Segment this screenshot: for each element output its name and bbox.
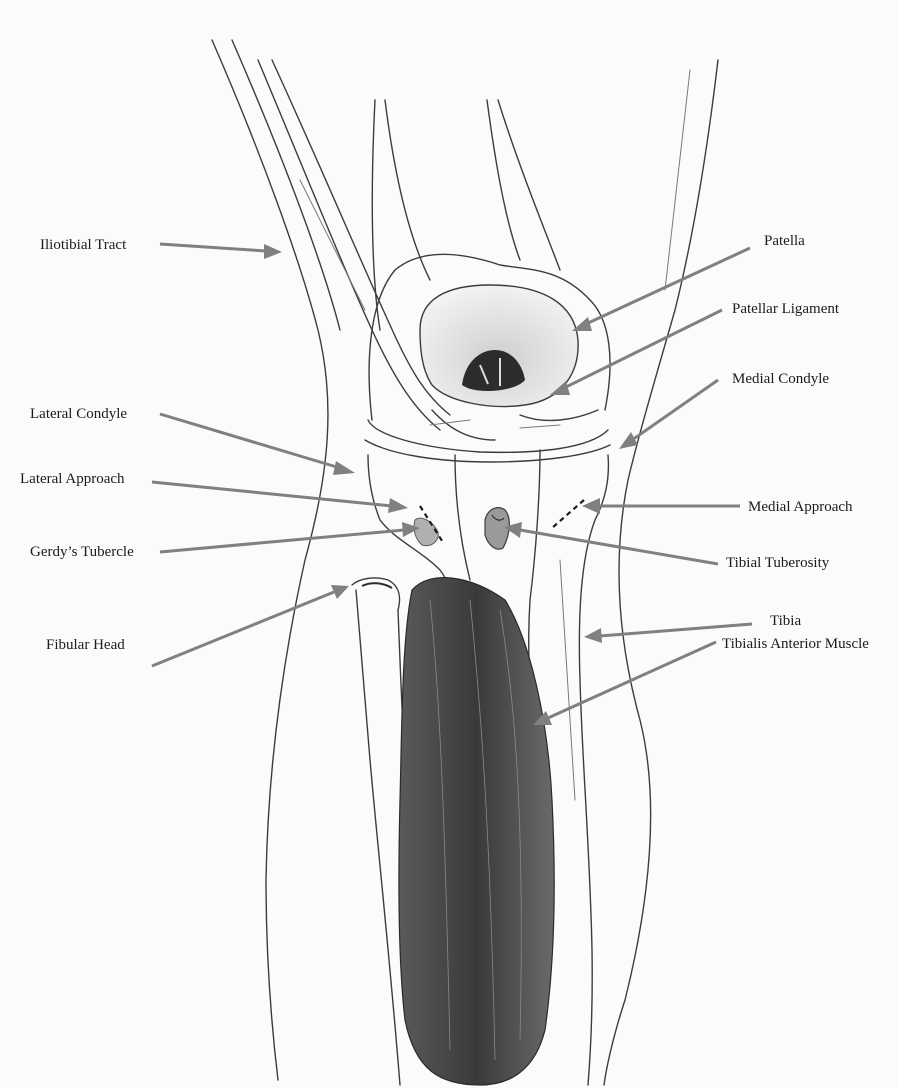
arrow-lateral-condyle bbox=[160, 414, 340, 468]
label-tibia: Tibia bbox=[770, 612, 801, 630]
arrowhead-lateral-condyle bbox=[333, 461, 355, 475]
label-patellar-ligament: Patellar Ligament bbox=[732, 300, 839, 318]
label-gerdys-tubercle: Gerdy’s Tubercle bbox=[30, 543, 134, 561]
label-patella: Patella bbox=[764, 232, 805, 250]
label-iliotibial-tract: Iliotibial Tract bbox=[40, 236, 126, 254]
arrowhead-lateral-approach bbox=[388, 498, 408, 513]
label-tibial-tuberosity: Tibial Tuberosity bbox=[726, 554, 829, 572]
medial-approach-incision bbox=[552, 500, 584, 528]
tibial-tuberosity-shape bbox=[485, 508, 509, 549]
arrowhead-medial-approach bbox=[582, 498, 600, 514]
label-lateral-approach: Lateral Approach bbox=[20, 470, 125, 488]
arrow-medial-condyle bbox=[632, 380, 718, 440]
arrow-tibialis-anterior bbox=[548, 642, 716, 718]
tibialis-anterior-muscle-shape bbox=[399, 578, 554, 1085]
gerdys-tubercle-shape bbox=[414, 518, 438, 546]
label-tibialis-anterior-muscle: Tibialis Anterior Muscle bbox=[722, 635, 869, 653]
arrowhead-medial-condyle bbox=[619, 432, 638, 449]
label-medial-approach: Medial Approach bbox=[748, 498, 853, 516]
arrow-lateral-approach bbox=[152, 482, 392, 506]
arrow-fibular-head bbox=[152, 592, 334, 666]
patella-shape bbox=[420, 285, 578, 406]
arrow-gerdys-tubercle bbox=[160, 530, 404, 552]
fibula-shape bbox=[352, 578, 406, 1085]
label-medial-condyle: Medial Condyle bbox=[732, 370, 829, 388]
label-lateral-condyle: Lateral Condyle bbox=[30, 405, 127, 423]
joint-line bbox=[430, 410, 598, 440]
arrowhead-iliotibial-tract bbox=[264, 244, 282, 259]
arrow-iliotibial-tract bbox=[160, 244, 266, 251]
arrowhead-tibia bbox=[584, 628, 602, 643]
label-fibular-head: Fibular Head bbox=[46, 636, 125, 654]
iliotibial-tract-band bbox=[258, 60, 450, 430]
